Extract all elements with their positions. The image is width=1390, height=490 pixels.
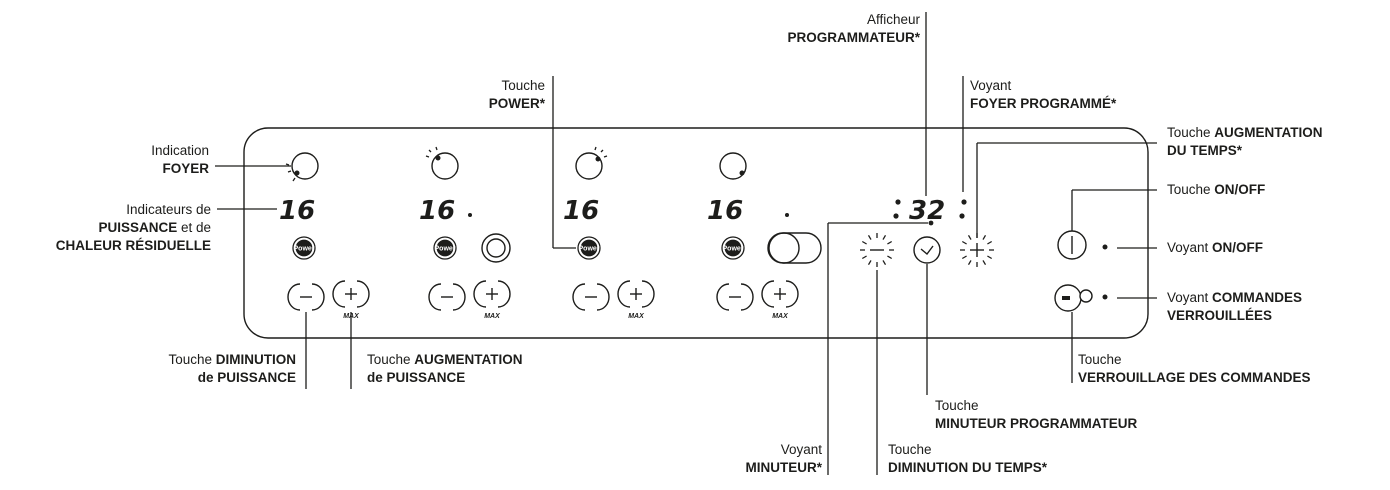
timer-increase-button[interactable] [959,232,995,268]
label-augmentation-puissance: Touche AUGMENTATION de PUISSANCE [367,352,523,385]
label-augmentation-temps: Touche AUGMENTATION DU TEMPS* [1167,125,1323,158]
svg-text:MINUTEUR*: MINUTEUR* [746,460,823,475]
timer-colon-left [893,199,901,219]
extra-zone-button-2[interactable] [481,233,511,263]
dual-zone-button-4[interactable] [767,232,822,264]
svg-text:POWER*: POWER* [489,96,546,111]
svg-text:CHALEUR RÉSIDUELLE: CHALEUR RÉSIDUELLE [56,238,211,253]
svg-text:Touche ON/OFF: Touche ON/OFF [1167,182,1265,197]
svg-text:Indication: Indication [151,143,209,158]
power-display-3: 16 [563,196,599,226]
timer-clock-button[interactable] [913,236,941,264]
power-display-1: 16 [279,196,315,226]
max-label-3: MAX [628,313,645,320]
timer-display: 32 [909,196,945,226]
svg-text:Indicateurs de: Indicateurs de [126,202,211,217]
label-on-off-key: Touche ON/OFF [1167,182,1265,197]
power-display-2: 16 [419,196,455,226]
svg-text:MINUTEUR PROGRAMMATEUR: MINUTEUR PROGRAMMATEUR [935,416,1137,431]
power-button-2-label: Power [434,246,455,253]
label-voyant-minuteur: Voyant MINUTEUR* [746,442,823,475]
label-indication-foyer: Indication FOYER [151,143,209,176]
svg-text:Touche: Touche [935,398,979,413]
power-display-4: 16 [707,196,743,226]
timer-decrease-button[interactable] [859,232,895,268]
svg-text:Voyant ON/OFF: Voyant ON/OFF [1167,240,1263,255]
svg-text:Touche DIMINUTION: Touche DIMINUTION [168,352,296,367]
zone-indicator-2 [425,146,459,180]
label-afficheur: Afficheur PROGRAMMATEUR* [788,12,921,45]
label-indicateurs-puissance: Indicateurs de PUISSANCE et de CHALEUR R… [56,202,211,253]
svg-text:VERROUILLÉES: VERROUILLÉES [1167,308,1272,323]
zone-indicator-1 [285,152,319,182]
label-diminution-puissance: Touche DIMINUTION de PUISSANCE [168,352,296,385]
power-button-1[interactable]: Power [292,236,316,260]
power-button-4[interactable]: Power [721,236,745,260]
svg-text:DIMINUTION DU TEMPS*: DIMINUTION DU TEMPS* [888,460,1048,475]
max-label-2: MAX [484,313,501,320]
svg-text:Voyant: Voyant [970,78,1012,93]
svg-text:Touche AUGMENTATION: Touche AUGMENTATION [1167,125,1323,140]
power-button-3-label: Power [578,246,599,253]
max-label-1: MAX [343,313,360,320]
label-diminution-temps: Touche DIMINUTION DU TEMPS* [888,442,1048,475]
label-minuteur-programmateur: Touche MINUTEUR PROGRAMMATEUR [935,398,1137,431]
svg-text:Voyant COMMANDES: Voyant COMMANDES [1167,290,1302,305]
power-button-3[interactable]: Power [577,236,601,260]
label-verrouillage: Touche VERROUILLAGE DES COMMANDES [1078,352,1311,385]
power-button-1-label: Power [293,246,314,253]
svg-text:FOYER: FOYER [162,161,209,176]
max-label-4: MAX [772,313,789,320]
label-power-key: Touche POWER* [489,78,546,111]
svg-text:Afficheur: Afficheur [867,12,921,27]
residual-heat-dot-2 [468,213,472,217]
svg-text:Voyant: Voyant [781,442,823,457]
svg-text:DU TEMPS*: DU TEMPS* [1167,143,1243,158]
svg-text:Touche AUGMENTATION: Touche AUGMENTATION [367,352,523,367]
svg-text:Touche: Touche [501,78,545,93]
timer-colon-right [959,199,967,219]
lock-led [1102,294,1108,300]
lock-button[interactable] [1054,284,1093,312]
svg-text:PROGRAMMATEUR*: PROGRAMMATEUR* [788,30,921,45]
label-voyant-on-off: Voyant ON/OFF [1167,240,1263,255]
zone-indicator-4 [719,152,747,180]
svg-text:VERROUILLAGE DES COMMANDES: VERROUILLAGE DES COMMANDES [1078,370,1311,385]
control-panel [243,127,1149,339]
svg-text:PUISSANCE et de: PUISSANCE et de [98,220,211,235]
svg-text:Touche: Touche [888,442,932,457]
power-button-2[interactable]: Power [433,236,457,260]
svg-text:Touche: Touche [1078,352,1122,367]
svg-text:de PUISSANCE: de PUISSANCE [367,370,465,385]
svg-text:de PUISSANCE: de PUISSANCE [198,370,296,385]
timer-programmed-dot [928,220,934,226]
svg-text:FOYER PROGRAMMÉ*: FOYER PROGRAMMÉ* [970,96,1117,111]
label-voyant-foyer-programme: Voyant FOYER PROGRAMMÉ* [970,78,1117,111]
leader-lines [215,12,1157,475]
zone-indicator-3 [575,146,608,180]
label-voyant-commandes: Voyant COMMANDES VERROUILLÉES [1167,290,1302,323]
power-button-4-label: Power [722,246,743,253]
residual-heat-dot-4 [785,213,789,217]
on-off-led [1102,244,1108,250]
